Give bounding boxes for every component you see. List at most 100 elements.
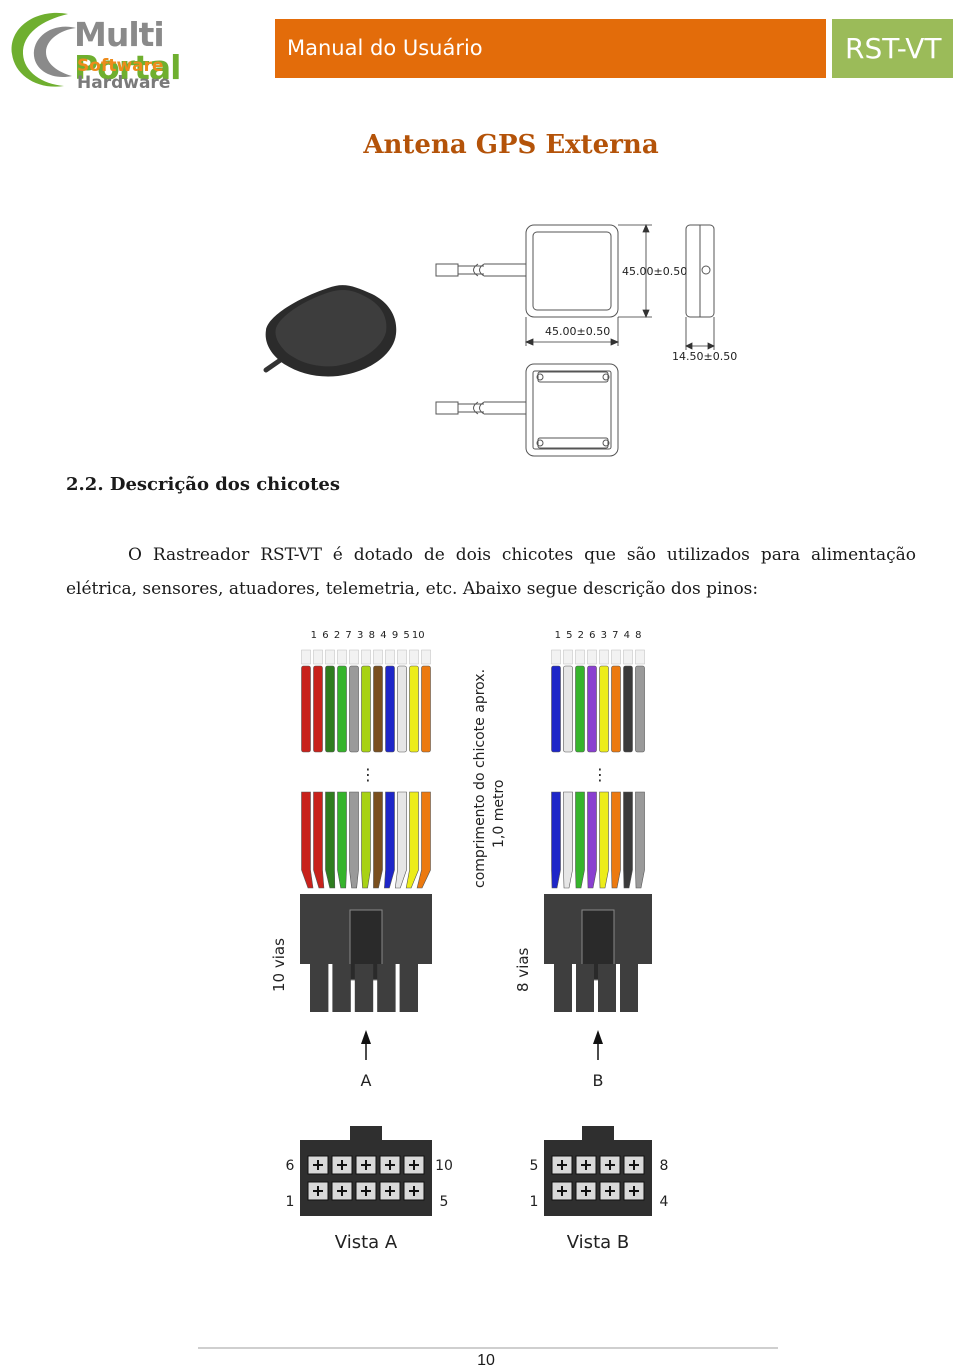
- harness-a-corner-top-left: 6: [286, 1158, 295, 1174]
- harness-b-face-latch: [582, 1126, 614, 1140]
- harness-a-wire-upper: [385, 665, 395, 753]
- harness-a-pin-number-7: 7: [345, 630, 351, 641]
- harness-b-wire-tip: [587, 649, 597, 665]
- harness-a-wire-upper: [373, 665, 383, 753]
- harness-a-wire-upper: [409, 665, 419, 753]
- harness-a-pin-number-1: 1: [311, 630, 317, 641]
- harness-b-pin-number-1: 1: [555, 630, 561, 641]
- harness-b-corner-bottom-left: 1: [530, 1194, 539, 1210]
- harness-a-face-pin-mark: [337, 1186, 347, 1196]
- antenna-bottom-view: [525, 363, 619, 457]
- harness-b-wire-lower: [635, 791, 645, 889]
- harness-a-wire-tip: [325, 649, 335, 665]
- harness-b-corner-top-left: 5: [530, 1158, 539, 1174]
- harness-a-face-pin-mark: [361, 1186, 371, 1196]
- harness-b-face-pin-mark: [581, 1160, 591, 1170]
- logo-word-portal: Portal: [74, 48, 181, 87]
- harness-a-pin-number-9: 9: [392, 630, 398, 641]
- harness-a-wire-lower: [384, 791, 395, 889]
- harness-a-connector-leg: [377, 964, 396, 1012]
- harness-b-wire-tip: [611, 649, 621, 665]
- harness-a-wire-lower: [416, 791, 431, 889]
- antenna-top-face: [275, 290, 387, 367]
- harness-b-wire-tip: [575, 649, 585, 665]
- harness-b-face-pin-mark: [605, 1160, 615, 1170]
- manual-header-bar: Manual do Usuário: [275, 19, 826, 78]
- harness-b-corner-top-right: 8: [660, 1158, 669, 1174]
- harness-b-face-pin-mark: [557, 1186, 567, 1196]
- harness-a-wire-continuation: ⋮: [360, 765, 376, 784]
- company-logo: Multi Portal Software Hardware: [6, 6, 256, 92]
- product-header-box: RST-VT: [832, 19, 953, 78]
- antenna-dimension-drawing: 45.00±0.50 45.00±0.50 14.50±0.50: [435, 223, 737, 457]
- harness-b-wire-lower: [623, 791, 633, 889]
- harness-b-wire-upper: [587, 665, 597, 753]
- harness-a-pin-number-3: 3: [357, 630, 363, 641]
- harness-a-wire-tip: [337, 649, 347, 665]
- harness-a-wire-upper: [421, 665, 431, 753]
- harness-a-wire-tip: [349, 649, 359, 665]
- harness-a-pin-number-6: 6: [322, 630, 328, 641]
- harness-a-wire-tip: [385, 649, 395, 665]
- harness-a-connector-leg: [399, 964, 418, 1012]
- harness-a-face-pin-mark: [337, 1160, 347, 1170]
- harness-b-arrow-icon: [593, 1030, 603, 1044]
- harness-a-view-label: Vista A: [335, 1232, 398, 1253]
- harness-b-wire-lower: [611, 791, 621, 889]
- harness-b-pin-number-7: 7: [612, 630, 618, 641]
- dimension-width-label: 45.00±0.50: [545, 325, 610, 338]
- harness-a-pin-number-8: 8: [369, 630, 375, 641]
- harness-b-wire-lower: [587, 791, 597, 889]
- harness-a-corner-top-right: 10: [435, 1158, 453, 1174]
- harness-b-corner-bottom-right: 4: [660, 1194, 669, 1210]
- harness-b-connector-letter: B: [593, 1071, 604, 1090]
- harness-b-wire-upper: [575, 665, 585, 753]
- harness-a-face-pin-mark: [385, 1160, 395, 1170]
- harness-b-face-pin-mark: [557, 1160, 567, 1170]
- logo-word-hardware: Hardware: [77, 73, 171, 93]
- harness-a-face-pin-mark: [313, 1160, 323, 1170]
- antenna-top-view: [525, 224, 619, 318]
- harness-a-face-pin-mark: [385, 1186, 395, 1196]
- cable-length-line2: 1,0 metro: [491, 780, 507, 848]
- harness-a-wire-upper: [325, 665, 335, 753]
- harness-a-wire-lower: [337, 791, 347, 889]
- harness-b-wire-lower: [575, 791, 585, 889]
- harness-b-pin-number-5: 5: [566, 630, 572, 641]
- harness-a-connector-face: [300, 1140, 432, 1216]
- harness-b-wire-upper: [563, 665, 573, 753]
- logo-swoosh-icon: [11, 12, 76, 87]
- harness-a-wire-tip: [409, 649, 419, 665]
- harness-b-pin-number-6: 6: [589, 630, 595, 641]
- harness-a-wire-lower: [313, 791, 325, 889]
- dimension-depth-label: 14.50±0.50: [672, 350, 737, 363]
- cable-connector-top: [435, 263, 459, 277]
- harness-b-wire-lower: [563, 791, 573, 889]
- harness-b-pin-number-3: 3: [601, 630, 607, 641]
- harness-a-face-pin-mark: [409, 1160, 419, 1170]
- harness-a-wire-tip: [421, 649, 431, 665]
- harness-b-pin-number-4: 4: [624, 630, 630, 641]
- harness-a-wire-upper: [349, 665, 359, 753]
- harness-b-wire-upper: [551, 665, 561, 753]
- harness-a-arrow-icon: [361, 1030, 371, 1044]
- section-paragraph: O Rastreador RST-VT é dotado de dois chi…: [66, 545, 916, 599]
- harness-a-connector-leg: [310, 964, 329, 1012]
- harness-a-connector-leg: [354, 964, 374, 1012]
- harness-a-face-pin-mark: [409, 1186, 419, 1196]
- logo-word-software: Software: [77, 56, 164, 76]
- harness-a-wire-lower: [301, 791, 314, 889]
- logo-word-multi: Multi: [74, 15, 165, 54]
- harness-b-pin-number-8: 8: [635, 630, 641, 641]
- harness-a-wire-upper: [313, 665, 323, 753]
- harness-a-pin-number-5: 5: [403, 630, 409, 641]
- harness-b-wire-tip: [635, 649, 645, 665]
- harness-b-face-pin-mark: [605, 1186, 615, 1196]
- harness-a-connector-leg: [332, 964, 351, 1012]
- product-label: RST-VT: [845, 32, 942, 65]
- harness-b-wire-tip: [551, 649, 561, 665]
- harness-a-wire-lower: [373, 791, 383, 889]
- harness-b-view-label: Vista B: [567, 1232, 629, 1253]
- harness-a-wire-tip: [373, 649, 383, 665]
